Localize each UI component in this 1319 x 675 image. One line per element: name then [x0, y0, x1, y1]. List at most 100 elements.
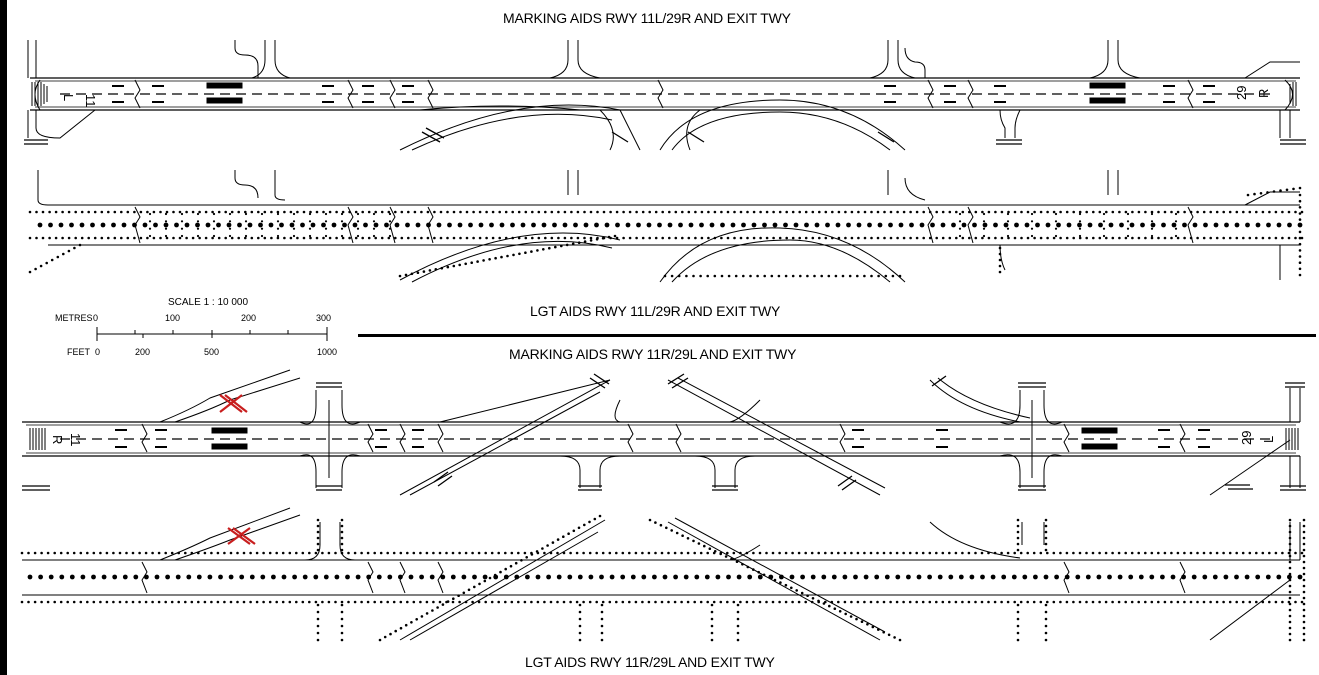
- tdz-light: [276, 234, 280, 238]
- taxiway-edge-light: [710, 638, 714, 642]
- edge-light: [412, 600, 416, 604]
- edge-light: [328, 236, 332, 240]
- taxiway-edge-light: [891, 274, 895, 278]
- edge-light: [1117, 600, 1121, 604]
- centerline-light: [736, 574, 742, 580]
- centerline-light: [228, 574, 234, 580]
- centerline-light: [1066, 222, 1072, 228]
- taxiway-edge-light: [665, 526, 668, 530]
- edge-light: [712, 600, 716, 604]
- edge-light: [1111, 551, 1114, 555]
- tdz-light: [1150, 220, 1154, 223]
- edge-light: [1274, 600, 1278, 604]
- taxiway-edge-light: [898, 274, 902, 278]
- taxiway-edge-light: [1302, 524, 1306, 528]
- edge-light: [61, 210, 64, 214]
- centerline-light: [363, 222, 368, 228]
- edge-light: [810, 600, 814, 604]
- edge-light: [33, 600, 37, 604]
- edge-light: [504, 210, 508, 214]
- edge-light: [197, 600, 200, 604]
- centerline-light: [694, 574, 700, 580]
- taxiway-edge-light: [1259, 192, 1263, 195]
- taxiway-edge-light: [572, 529, 576, 533]
- centerline-light: [450, 574, 456, 580]
- centerline-light: [376, 574, 382, 580]
- taxiway-edge-light: [578, 610, 582, 614]
- edge-light: [863, 236, 867, 240]
- centerline-light: [909, 222, 914, 228]
- tdz-light: [148, 227, 152, 230]
- edge-light: [687, 210, 691, 214]
- edge-light: [211, 236, 214, 240]
- edge-light: [1013, 551, 1016, 555]
- centerline-light: [1022, 574, 1028, 580]
- taxiway-edge-light: [784, 583, 788, 587]
- taxiway-edge-light: [1288, 536, 1292, 540]
- taxiway-edge-light: [535, 550, 539, 553]
- edge-light: [1255, 210, 1258, 214]
- centerline-light: [662, 574, 668, 580]
- edge-light: [856, 551, 860, 555]
- edge-light: [322, 236, 325, 240]
- tdz-light: [228, 227, 232, 230]
- taxiway-edge-light: [1298, 261, 1302, 265]
- edge-light: [138, 600, 141, 604]
- centerline-light: [874, 574, 880, 580]
- edge-light: [987, 236, 991, 240]
- tdz-light: [388, 212, 392, 216]
- tdz-light: [212, 220, 216, 223]
- centerline-light: [846, 222, 851, 228]
- edge-light: [1026, 600, 1029, 604]
- edge-light: [634, 551, 638, 555]
- taxiway-edge-light: [746, 565, 750, 569]
- taxiway-edge-light: [735, 560, 739, 563]
- taxiway-edge-light: [34, 267, 37, 271]
- edge-light: [146, 210, 149, 214]
- edge-light: [994, 236, 997, 240]
- taxiway-edge-light: [834, 274, 838, 278]
- edge-light: [1078, 210, 1082, 214]
- centerline-light: [514, 574, 520, 580]
- edge-light: [1189, 236, 1193, 240]
- edge-light: [387, 210, 391, 214]
- taxiway-edge-light: [1288, 572, 1292, 576]
- edge-light: [216, 600, 220, 604]
- edge-light: [125, 551, 128, 555]
- centerline-light: [334, 574, 340, 580]
- taxiway-edge-light: [530, 250, 533, 253]
- edge-light: [459, 236, 462, 240]
- taxiway-edge-light: [316, 524, 320, 528]
- taxiway-edge-light: [654, 521, 657, 524]
- taxiway-edge-light: [998, 270, 1002, 274]
- edge-light: [1202, 236, 1206, 240]
- edge-light: [289, 236, 293, 240]
- centerline-light: [853, 574, 858, 580]
- tdz-light: [180, 220, 184, 223]
- tdz-light: [1054, 227, 1058, 230]
- edge-light: [752, 600, 755, 604]
- centerline-light: [398, 574, 403, 580]
- edge-light: [974, 551, 977, 555]
- rwy-11l-number: 11: [83, 94, 98, 108]
- taxiway-edge-light: [741, 563, 744, 566]
- centerline-light: [657, 222, 662, 228]
- centerline-light: [239, 574, 245, 580]
- edge-light: [458, 600, 461, 604]
- edge-light: [407, 236, 410, 240]
- taxiway-edge-light: [457, 594, 460, 597]
- edge-light: [531, 236, 534, 240]
- centerline-light: [961, 222, 967, 228]
- edge-light: [1144, 600, 1147, 604]
- edge-light: [804, 600, 807, 604]
- taxiway-edge-light: [1288, 530, 1292, 534]
- centerline-light: [1192, 222, 1198, 228]
- taxiway-edge-light: [871, 625, 875, 629]
- edge-light: [498, 236, 502, 240]
- tdz-light: [324, 234, 328, 238]
- edge-light: [602, 210, 606, 214]
- centerline-light: [709, 222, 715, 228]
- tdz-light: [260, 212, 264, 216]
- edge-light: [628, 551, 631, 555]
